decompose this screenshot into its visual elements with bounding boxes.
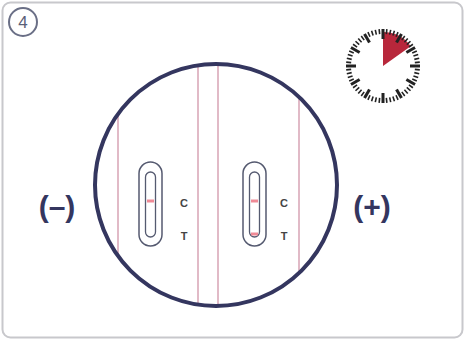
step-number: 4 bbox=[18, 14, 27, 31]
timer-clock bbox=[346, 29, 420, 103]
strip-cards bbox=[118, 60, 299, 310]
control-line-label: C bbox=[180, 198, 188, 209]
step-circle bbox=[9, 8, 37, 36]
positive-strip-window bbox=[243, 162, 266, 246]
panel-frame bbox=[3, 3, 463, 338]
positive-sign: (+) bbox=[353, 192, 391, 222]
negative-sign: (–) bbox=[39, 192, 76, 222]
negative-strip-window bbox=[139, 162, 162, 246]
control-line-label: C bbox=[280, 198, 288, 209]
magnifier-circle bbox=[95, 64, 337, 306]
test-line-label: T bbox=[281, 231, 288, 242]
test-line-label: T bbox=[181, 231, 188, 242]
